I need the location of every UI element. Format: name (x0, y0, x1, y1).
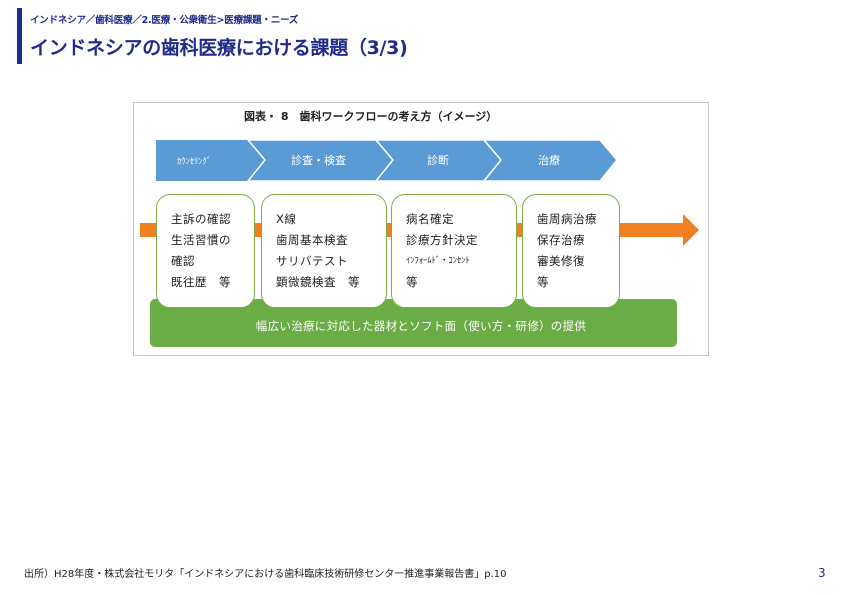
workflow-box-diagnosis: 病名確定 診療方針決定 ｲﾝﾌｫｰﾑﾄﾞ・ｺﾝｾﾝﾄ 等 (391, 194, 517, 308)
title-accent-bar (17, 8, 22, 64)
box-item: 審美修復 (537, 254, 585, 268)
box-item: 等 (406, 275, 418, 289)
box-item: 診療方針決定 (406, 233, 478, 247)
box-item: 生活習慣の (171, 233, 231, 247)
page-title: インドネシアの歯科医療における課題（3/3) (30, 37, 408, 59)
box-item: サリバテスト (276, 254, 348, 268)
step-chevron-treatment (482, 139, 618, 182)
step-label-examination: 診査・検査 (291, 153, 346, 167)
support-banner-text: 幅広い治療に対応した器材とソフト面（使い方・研修）の提供 (255, 319, 587, 333)
box-item: 既往歴 等 (171, 275, 231, 289)
workflow-figure: 図表・ 8 歯科ワークフローの考え方（イメージ） ｶｳﾝｾﾘﾝｸﾞ 診査・検査 … (133, 102, 709, 356)
box-item: 顕微鏡検査 等 (276, 275, 360, 289)
box-item: 主訴の確認 (171, 212, 231, 226)
page-number: 3 (818, 566, 826, 580)
workflow-box-counseling: 主訴の確認 生活習慣の 確認 既往歴 等 (156, 194, 255, 308)
step-label-diagnosis: 診断 (427, 153, 449, 167)
box-item: 保存治療 (537, 233, 585, 247)
box-item: 病名確定 (406, 212, 454, 226)
source-citation: 出所）H28年度・株式会社モリタ「インドネシアにおける歯科臨床技術研修センター推… (24, 569, 507, 580)
box-item: 等 (537, 275, 549, 289)
step-chevron-counseling (156, 140, 266, 181)
box-item: X線 (276, 212, 297, 226)
box-item: 確認 (171, 254, 195, 268)
breadcrumb: インドネシア／歯科医療／2.医療・公衆衛生>医療課題・ニーズ (30, 15, 299, 26)
workflow-box-examination: X線 歯周基本検査 サリバテスト 顕微鏡検査 等 (261, 194, 387, 308)
box-item: ｲﾝﾌｫｰﾑﾄﾞ・ｺﾝｾﾝﾄ (406, 256, 470, 266)
box-item: 歯周基本検査 (276, 233, 348, 247)
workflow-box-treatment: 歯周病治療 保存治療 審美修復 等 (522, 194, 620, 308)
step-label-counseling: ｶｳﾝｾﾘﾝｸﾞ (177, 157, 211, 167)
figure-caption: 図表・ 8 歯科ワークフローの考え方（イメージ） (244, 110, 498, 123)
box-item: 歯周病治療 (537, 212, 597, 226)
step-label-treatment: 治療 (538, 153, 560, 167)
